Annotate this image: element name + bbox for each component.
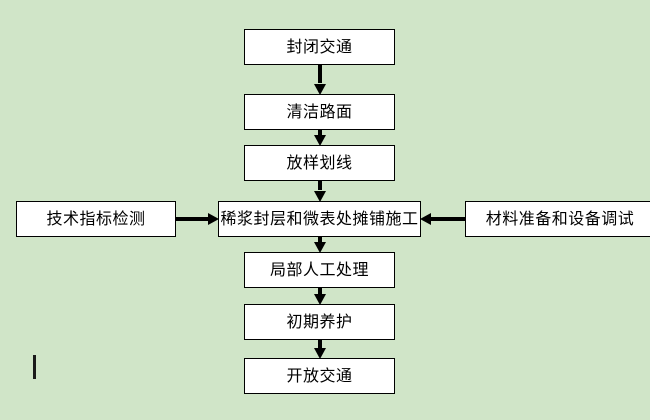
node-open-traffic[interactable]: 开放交通 — [244, 358, 395, 394]
arrow-shaft — [318, 340, 322, 348]
arrow-head-left-icon — [420, 213, 431, 225]
node-label: 材料准备和设备调试 — [485, 209, 635, 228]
node-main-paving[interactable]: 稀浆封层和微表处摊铺施工 — [218, 201, 421, 237]
node-label: 初期养护 — [286, 312, 353, 331]
arrow-head-down-icon — [314, 242, 326, 253]
node-label: 封闭交通 — [286, 37, 353, 56]
node-label: 局部人工处理 — [269, 260, 369, 279]
node-label: 清洁路面 — [286, 102, 353, 121]
node-label: 放样划线 — [286, 153, 353, 172]
node-clean-road[interactable]: 清洁路面 — [244, 94, 395, 130]
arrow-head-down-icon — [314, 84, 326, 95]
arrow-head-down-icon — [314, 191, 326, 202]
text-cursor-mark — [33, 355, 36, 379]
arrow-head-down-icon — [314, 348, 326, 359]
node-material-prep[interactable]: 材料准备和设备调试 — [465, 201, 650, 237]
node-early-curing[interactable]: 初期养护 — [244, 304, 395, 340]
node-label: 技术指标检测 — [46, 209, 146, 228]
arrow-head-down-icon — [314, 135, 326, 146]
node-setting-out[interactable]: 放样划线 — [244, 145, 395, 181]
node-tech-index-test[interactable]: 技术指标检测 — [16, 201, 176, 237]
node-manual-treatment[interactable]: 局部人工处理 — [244, 252, 395, 288]
arrow-shaft — [318, 65, 322, 83]
node-label: 稀浆封层和微表处摊铺施工 — [220, 209, 419, 228]
arrow-shaft — [318, 288, 322, 294]
arrow-shaft — [318, 237, 322, 242]
arrow-head-right-icon — [208, 213, 219, 225]
arrow-head-down-icon — [314, 294, 326, 305]
arrow-shaft — [431, 217, 465, 221]
node-close-traffic[interactable]: 封闭交通 — [244, 29, 395, 65]
arrow-shaft — [318, 130, 322, 135]
arrow-shaft — [176, 217, 208, 221]
node-label: 开放交通 — [286, 366, 353, 385]
arrow-shaft — [318, 181, 322, 190]
